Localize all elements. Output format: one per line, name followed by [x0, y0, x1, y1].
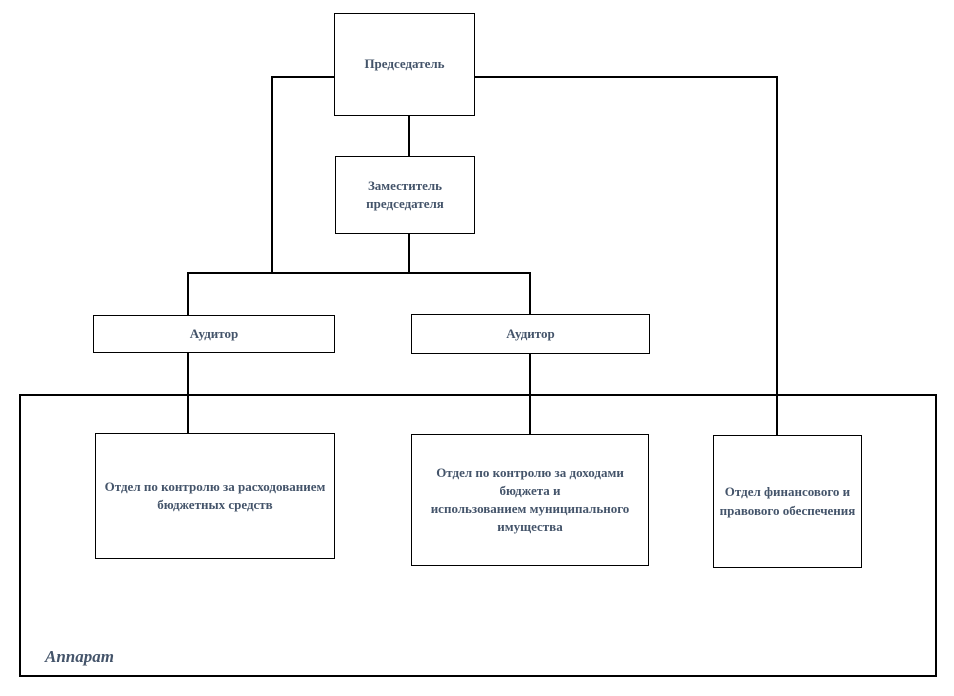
connector-auditors-junction-horizontal: [188, 272, 531, 274]
connector-junction-auditor-right: [529, 272, 531, 315]
node-auditor-left: Аудитор: [93, 315, 335, 353]
connector-auditor-right-dept: [529, 354, 531, 435]
connector-chairman-dept-finance-vertical: [776, 76, 778, 435]
connector-auditor-left-dept: [187, 353, 189, 434]
connector-junction-auditor-left: [187, 272, 189, 316]
connector-chairman-right-horizontal: [475, 76, 778, 78]
node-chairman: Председатель: [334, 13, 475, 116]
node-auditor-right-label: Аудитор: [506, 325, 555, 341]
node-chairman-label: Председатель: [364, 56, 445, 72]
apparatus-label: Аппарат: [45, 647, 114, 666]
node-auditor-right: Аудитор: [411, 314, 650, 354]
node-auditor-left-label: Аудитор: [189, 325, 239, 341]
connector-chairman-left-horizontal: [272, 76, 334, 78]
connector-chairman-left-vertical: [271, 76, 273, 274]
